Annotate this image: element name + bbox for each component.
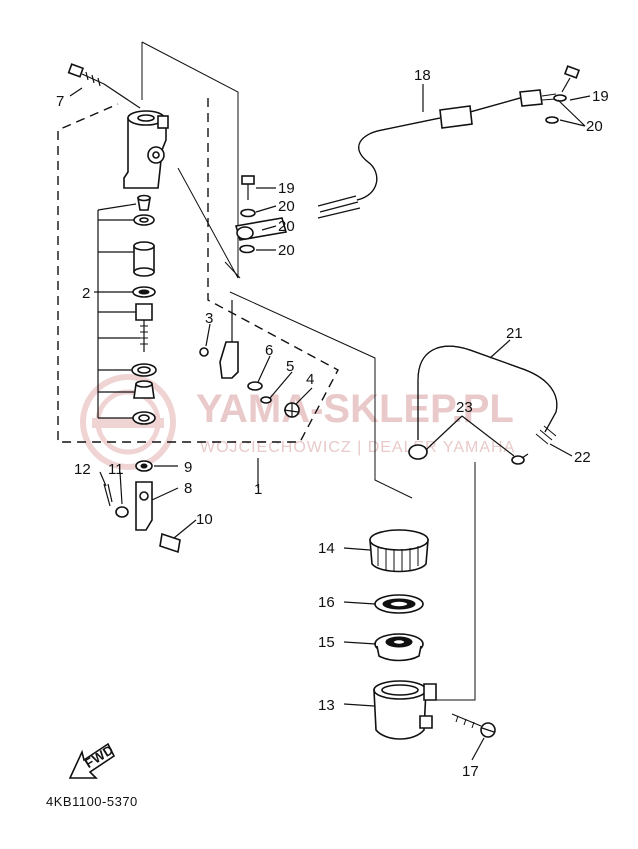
callout-20-d: 20 xyxy=(586,118,603,135)
diagram-code: 4KB1100-5370 xyxy=(46,794,138,809)
leader-bracket-2 xyxy=(94,203,140,419)
callout-6: 6 xyxy=(265,342,273,359)
callout-2: 2 xyxy=(82,285,90,302)
callout-11: 11 xyxy=(108,461,124,478)
reservoir-tank-13 xyxy=(373,680,437,740)
diaphragm-plate-16 xyxy=(374,594,424,614)
callout-20-c: 20 xyxy=(278,242,295,259)
screw-17 xyxy=(451,713,496,738)
hose-union-assembly xyxy=(199,300,300,418)
callout-5: 5 xyxy=(286,358,294,375)
banjo-lower xyxy=(234,175,288,254)
watermark-sub-text: WOJCIECHOWICZ | DEALER YAMAHA xyxy=(200,439,515,456)
master-cylinder-body xyxy=(123,110,169,189)
watermark: YAMA-SKLEP.PL WOJCIECHOWICZ | DEALER YAM… xyxy=(80,374,515,470)
callout-3: 3 xyxy=(205,310,213,327)
callout-17: 17 xyxy=(462,763,479,780)
fwd-arrow-icon: FWD xyxy=(68,742,116,779)
diaphragm-15 xyxy=(374,633,424,662)
callout-13: 13 xyxy=(318,697,335,714)
callout-19-lower: 19 xyxy=(278,180,295,197)
guide-line-upper xyxy=(141,41,239,279)
callout-12: 12 xyxy=(74,461,91,478)
callout-18: 18 xyxy=(414,67,431,84)
bolt-7 xyxy=(67,63,105,87)
callout-7: 7 xyxy=(56,93,64,110)
callout-16: 16 xyxy=(318,594,335,611)
clevis-assembly xyxy=(103,460,181,554)
piston-kit-stack xyxy=(131,194,157,425)
guide-line-middle xyxy=(229,291,413,499)
callout-9: 9 xyxy=(184,459,192,476)
watermark-logo xyxy=(80,374,176,470)
callout-8: 8 xyxy=(184,480,192,497)
callout-14: 14 xyxy=(318,540,335,557)
callout-20-a: 20 xyxy=(278,198,295,215)
brake-hose-18 xyxy=(317,89,557,219)
callout-15: 15 xyxy=(318,634,335,651)
callout-labels: 7 2 3 6 5 4 1 12 11 9 8 10 18 19 20 20 2… xyxy=(56,67,609,780)
guide-line-right xyxy=(428,462,476,701)
callout-23: 23 xyxy=(456,399,473,416)
banjo-upper xyxy=(545,65,581,124)
callout-22: 22 xyxy=(574,449,591,466)
callout-20-b: 20 xyxy=(278,218,295,235)
watermark-main-text: YAMA-SKLEP.PL xyxy=(196,387,514,431)
callout-4: 4 xyxy=(306,371,314,388)
assembly-boundary-1 xyxy=(57,98,339,443)
callout-21: 21 xyxy=(506,325,523,342)
callout-10: 10 xyxy=(196,511,213,528)
reservoir-hose-21 xyxy=(417,345,558,445)
callout-19-upper: 19 xyxy=(592,88,609,105)
reservoir-cap-14 xyxy=(369,529,429,573)
callout-1: 1 xyxy=(254,481,262,498)
guide-line-20 xyxy=(224,261,241,279)
callout-leaders xyxy=(69,83,591,761)
